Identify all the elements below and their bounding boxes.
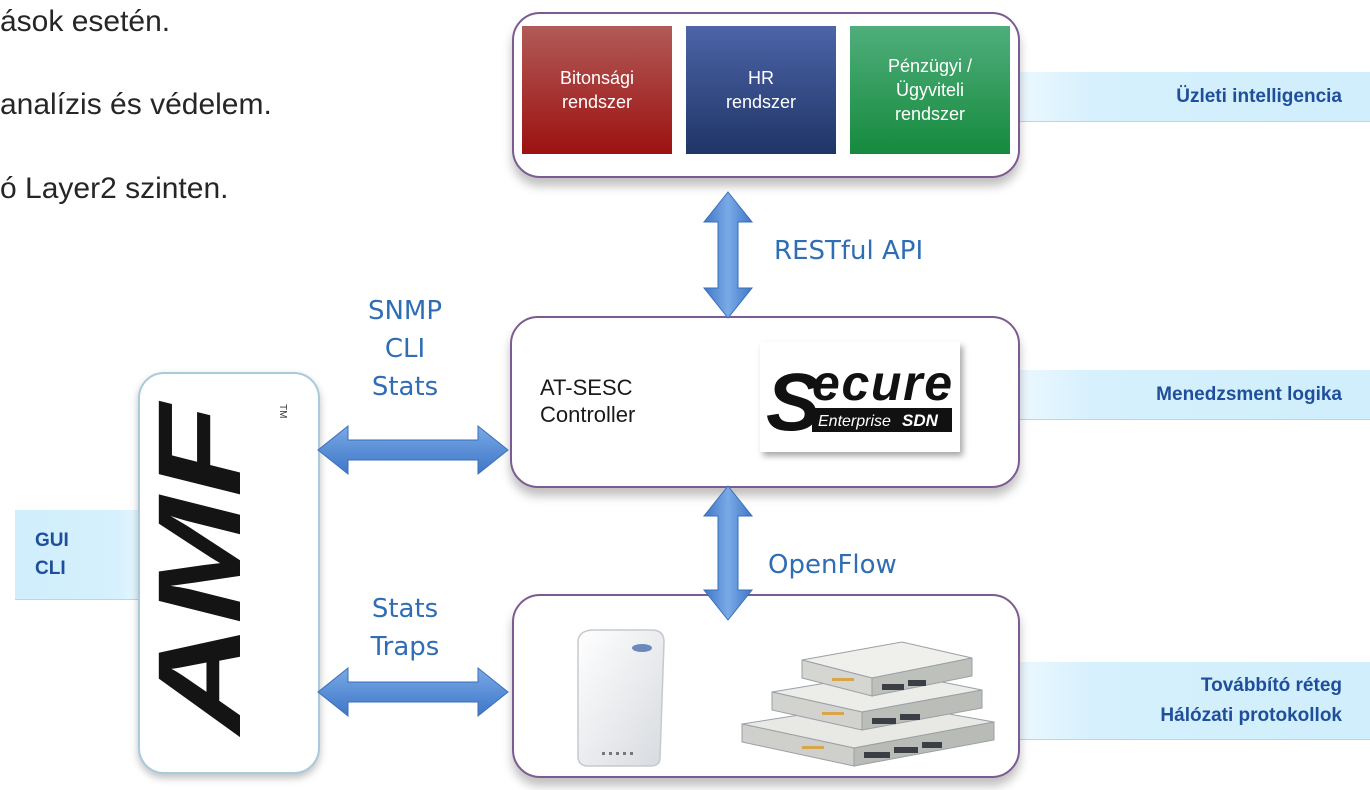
cli-protocol-text: CLI (384, 334, 426, 364)
business-systems-box: Bitonsági rendszer HR rendszer Pénzügyi … (512, 12, 1020, 178)
logo-s-letter: S (766, 357, 821, 448)
controller-box: AT-SESC Controller S ecure Enterprise SD… (510, 316, 1020, 488)
stats-traps-arrow (317, 666, 509, 718)
finance-system-line1: Pénzügyi / (887, 56, 973, 76)
amf-tm-mark: TM (277, 404, 288, 418)
cli-text: CLI (35, 557, 66, 579)
forwarding-layer-text: Továbbító réteg (1200, 674, 1342, 696)
business-intelligence-text: Üzleti intelligencia (1176, 85, 1342, 107)
amf-management-box: AMF TM (134, 372, 320, 774)
access-point-image (568, 626, 668, 768)
logo-enterprise-word: Enterprise (818, 413, 891, 430)
management-logic-label: Menedzsment logika (975, 370, 1370, 420)
stats-bottom-text: Stats (371, 594, 439, 624)
restful-api-label: RESTful API (774, 236, 924, 266)
amf-logo-text: AMF (140, 400, 266, 738)
security-system-line2: rendszer (561, 92, 633, 112)
secure-enterprise-sdn-logo: S ecure Enterprise SDN (760, 342, 960, 452)
management-logic-text: Menedzsment logika (1156, 383, 1342, 405)
hr-system-block: HR rendszer (686, 26, 836, 154)
bullet-text-3: ó Layer2 szinten. (0, 172, 229, 205)
hr-system-line2: rendszer (725, 92, 797, 112)
forwarding-devices-box (512, 594, 1020, 778)
bullet-text-2: analízis és védelem. (0, 88, 272, 121)
gui-cli-label: GUI CLI (15, 510, 160, 600)
controller-label: AT-SESC Controller (540, 374, 635, 428)
bullet-text-1: ások esetén. (0, 5, 171, 38)
finance-system-block: Pénzügyi / Ügyviteli rendszer (850, 26, 1010, 154)
openflow-arrow (702, 485, 754, 621)
snmp-text: SNMP (367, 296, 443, 326)
controller-line1: AT-SESC (540, 375, 633, 400)
finance-system-line3: rendszer (894, 104, 966, 124)
controller-line2: Controller (540, 402, 636, 427)
snmp-cli-stats-label: SNMP CLI Stats (350, 292, 460, 406)
traps-text: Traps (370, 632, 440, 662)
restful-api-arrow (702, 191, 754, 319)
openflow-label: OpenFlow (768, 550, 897, 580)
stats-top-text: Stats (371, 372, 439, 402)
snmp-arrow (317, 424, 509, 476)
network-protocols-text: Hálózati protokollok (1160, 704, 1342, 726)
hr-system-line1: HR (748, 68, 774, 88)
amf-logo: AMF TM (134, 400, 288, 738)
forwarding-layer-label: Továbbító réteg Hálózati protokollok (975, 662, 1370, 740)
logo-band (812, 408, 952, 432)
gui-text: GUI (35, 529, 69, 551)
finance-system-line2: Ügyviteli (895, 80, 965, 100)
stats-traps-label: Stats Traps (350, 590, 460, 666)
security-system-block: Bitonsági rendszer (522, 26, 672, 154)
logo-secure-word: ecure (812, 355, 952, 411)
switch-stack-image (732, 632, 996, 768)
security-system-line1: Bitonsági (559, 68, 635, 88)
business-intelligence-label: Üzleti intelligencia (975, 72, 1370, 122)
logo-sdn-word: SDN (902, 411, 939, 430)
